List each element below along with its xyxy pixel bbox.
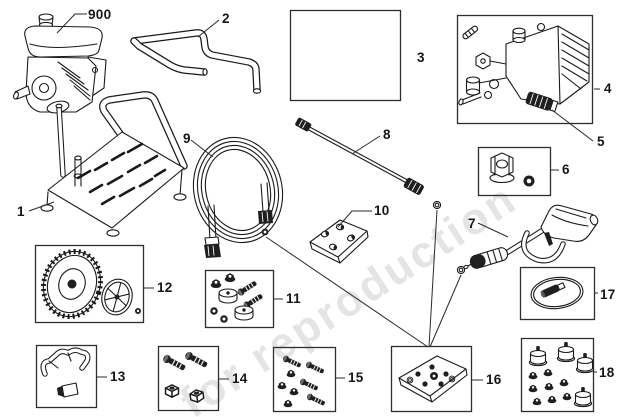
part-box-16 bbox=[390, 345, 473, 413]
hose-hook-kit-drawing bbox=[40, 347, 91, 398]
leader-16-hose-oring bbox=[265, 236, 429, 348]
leader-9 bbox=[190, 139, 214, 158]
leader-10 bbox=[337, 210, 372, 228]
part-box-17 bbox=[519, 266, 596, 321]
callout-9: 9 bbox=[183, 131, 191, 146]
leader-900 bbox=[56, 13, 87, 34]
part-box-3 bbox=[289, 9, 402, 102]
wheel-kit-drawing bbox=[40, 248, 141, 320]
engine-drawing bbox=[13, 13, 107, 114]
gun-drawing bbox=[456, 204, 599, 275]
leader-2 bbox=[197, 19, 220, 38]
callout-3: 3 bbox=[417, 50, 425, 65]
callout-17: 17 bbox=[600, 287, 616, 302]
callout-15: 15 bbox=[348, 370, 364, 385]
callout-7: 7 bbox=[468, 216, 476, 231]
part-box-6 bbox=[477, 146, 552, 197]
leader-8 bbox=[351, 135, 381, 155]
part-box-18 bbox=[520, 337, 595, 413]
callout-8: 8 bbox=[383, 127, 391, 142]
callout-1: 1 bbox=[17, 204, 25, 219]
callout-13: 13 bbox=[110, 369, 126, 384]
hose-oring bbox=[261, 228, 269, 236]
handle-drawing bbox=[130, 29, 262, 94]
leader-16-wand-oring bbox=[428, 209, 438, 348]
leader-1 bbox=[28, 201, 55, 212]
coupling-drawing bbox=[525, 91, 559, 113]
part-box-14 bbox=[157, 345, 220, 412]
wand-oring bbox=[432, 200, 442, 210]
part-box-13 bbox=[35, 344, 98, 409]
pump-drawing bbox=[458, 22, 590, 113]
nozzle-kit-drawing bbox=[398, 355, 468, 403]
callout-4: 4 bbox=[604, 81, 612, 96]
callout-2: 2 bbox=[222, 11, 230, 26]
oring-kit-drawing bbox=[530, 276, 584, 310]
part-box-15 bbox=[272, 346, 337, 413]
part-box-4 bbox=[456, 14, 594, 125]
callout-16: 16 bbox=[486, 372, 502, 387]
frame-slots bbox=[76, 142, 167, 206]
part-box-12 bbox=[34, 244, 145, 324]
callout-6: 6 bbox=[562, 162, 570, 177]
callout-18: 18 bbox=[599, 365, 615, 380]
callout-11: 11 bbox=[286, 291, 301, 306]
leader-7 bbox=[477, 222, 509, 238]
leader-16-gun-oring bbox=[429, 274, 462, 348]
callout-12: 12 bbox=[157, 280, 173, 295]
part-box-11 bbox=[204, 269, 275, 329]
callout-14: 14 bbox=[232, 371, 248, 386]
hose-drawing bbox=[192, 136, 284, 258]
hardware-kit-drawing bbox=[210, 273, 265, 323]
nozzle-tray-drawing bbox=[309, 219, 369, 264]
fitting-kit-drawing bbox=[489, 152, 535, 187]
mount-kit-drawing bbox=[528, 341, 595, 408]
gun-oring bbox=[456, 265, 466, 275]
leader-5 bbox=[551, 109, 594, 142]
callout-900: 900 bbox=[88, 7, 111, 22]
frame-drawing bbox=[40, 91, 188, 237]
callout-5: 5 bbox=[597, 134, 605, 149]
wand-drawing bbox=[295, 117, 442, 210]
callout-10: 10 bbox=[374, 203, 390, 218]
